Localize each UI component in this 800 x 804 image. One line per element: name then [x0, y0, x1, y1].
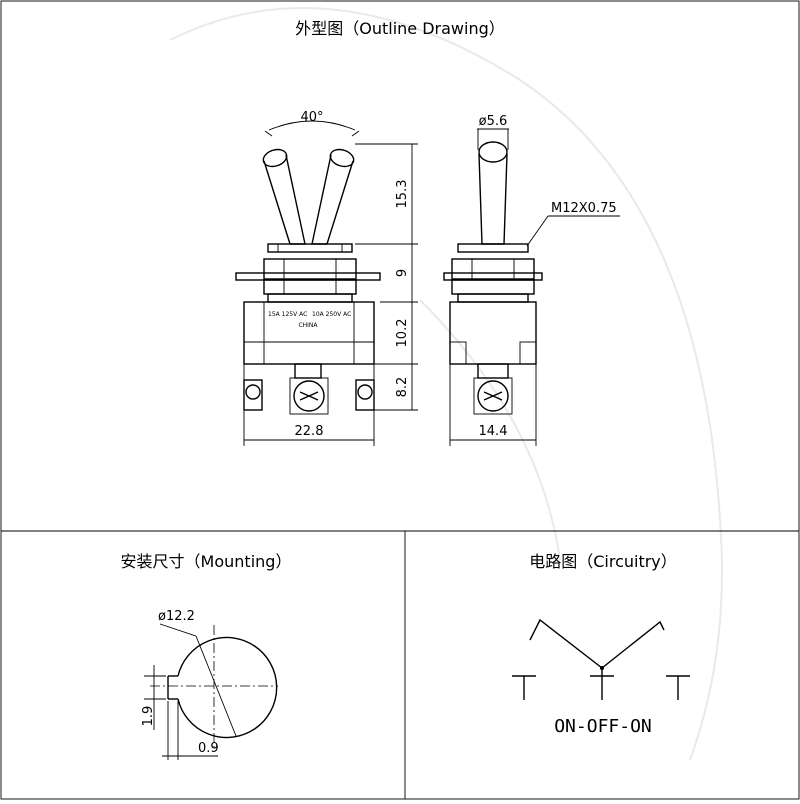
dim-lever-height: 15.3: [395, 180, 410, 209]
dim-terminal: 8.2: [395, 377, 410, 398]
switch-body: 15A 125V AC 10A 250V AC CHINA: [243, 301, 375, 365]
front-vertical-dims: 15.3 9 10.2 8.2: [355, 143, 418, 411]
dim-diameter: ø5.6: [479, 114, 508, 129]
dim-bushing: 9: [395, 269, 410, 277]
mounting-title: 安装尺寸（Mounting）: [121, 552, 292, 571]
front-width-dim: 22.8: [243, 410, 375, 446]
angle-label: 40°: [300, 110, 323, 125]
origin-text: CHINA: [298, 322, 318, 329]
rating-text-2: 10A 250V AC: [312, 311, 351, 318]
circuit-mode: ON-OFF-ON: [554, 716, 652, 737]
dim-width: 22.8: [295, 424, 324, 439]
key-width: 0.9: [198, 741, 219, 756]
front-view: 40° 15A 125V AC 10A: [235, 110, 418, 446]
terminals: [243, 363, 375, 415]
rating-text-1: 15A 125V AC: [268, 311, 307, 318]
dim-thread: M12X0.75: [551, 201, 617, 216]
hole-diameter: ø12.2: [158, 609, 195, 624]
outline-title: 外型图（Outline Drawing）: [295, 19, 505, 38]
lever-left: [262, 148, 306, 245]
lever-right: [311, 148, 355, 245]
dim-body: 10.2: [395, 319, 410, 348]
side-view: ø5.6 M12X0.75 14.4: [443, 114, 620, 446]
dim-side-width: 14.4: [479, 424, 508, 439]
watermark: [169, 7, 723, 761]
circuitry-title: 电路图（Circuitry）: [529, 552, 677, 571]
mounting-drawing: ø12.2 1.9 0.9: [141, 609, 278, 760]
circuit-diagram: ON-OFF-ON: [512, 618, 690, 737]
key-height: 1.9: [141, 706, 156, 727]
